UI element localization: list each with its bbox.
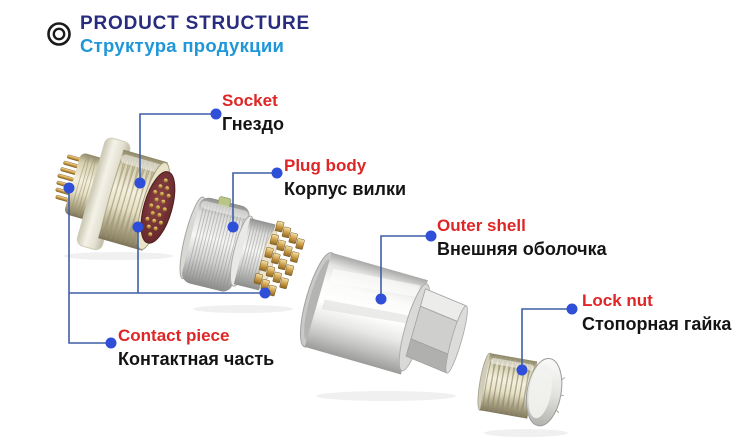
label-outer-shell: Outer shell Внешняя оболочка xyxy=(437,215,607,262)
socket-image xyxy=(55,137,176,260)
label-plug-body-ru: Корпус вилки xyxy=(284,179,407,199)
label-socket-en: Socket xyxy=(222,91,278,110)
label-lock-nut-en: Lock nut xyxy=(582,291,653,310)
plug-body-image xyxy=(179,196,305,313)
leader-dots xyxy=(63,108,578,376)
label-contact-piece-en: Contact piece xyxy=(118,326,230,345)
leader-socket xyxy=(139,113,216,183)
plug-keyway xyxy=(217,196,232,208)
socket-pins xyxy=(145,178,171,237)
label-plug-body: Plug body Корпус вилки xyxy=(284,155,406,202)
label-outer-shell-ru: Внешняя оболочка xyxy=(437,239,607,259)
label-outer-shell-en: Outer shell xyxy=(437,216,526,235)
label-lock-nut-ru: Стопорная гайка xyxy=(582,314,732,334)
page-title: PRODUCT STRUCTURE xyxy=(80,13,310,34)
label-socket: Socket Гнездо xyxy=(222,90,284,137)
outer-shell-image xyxy=(299,252,468,401)
label-socket-ru: Гнездо xyxy=(222,114,285,134)
leader-lock-nut xyxy=(521,308,572,370)
page-subtitle: Структура продукции xyxy=(80,35,285,56)
concentric-circles-icon xyxy=(47,22,71,46)
label-contact-piece-ru: Контактная часть xyxy=(118,349,275,369)
plug-pins xyxy=(253,220,305,297)
label-lock-nut: Lock nut Стопорная гайка xyxy=(582,290,731,337)
leader-outer-shell xyxy=(380,235,431,299)
label-plug-body-en: Plug body xyxy=(284,156,367,175)
leader-contact-piece xyxy=(68,188,111,344)
leader-plug-body xyxy=(232,172,277,227)
shell-hex-end xyxy=(405,288,467,374)
label-contact-piece: Contact piece Контактная часть xyxy=(118,325,274,372)
